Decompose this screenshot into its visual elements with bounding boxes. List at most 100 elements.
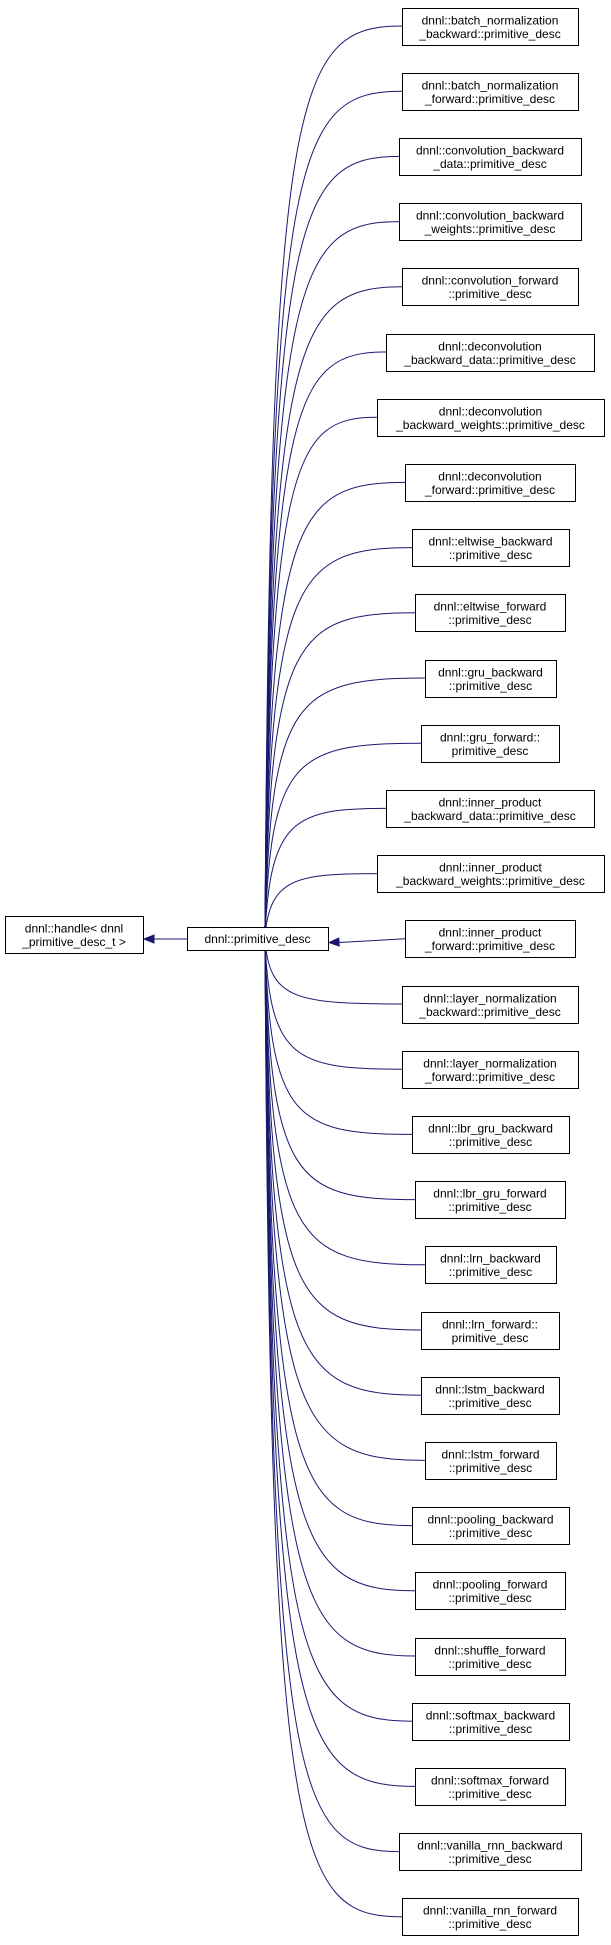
class-name-line: dnnl::deconvolution	[438, 339, 541, 353]
derived-class-dnnl-deconvolution-backward-weights-primitive-desc[interactable]: dnnl::deconvolution_backward_weights::pr…	[377, 399, 605, 437]
inheritance-edge	[264, 940, 413, 1135]
class-name-line: _forward::primitive_desc	[424, 483, 555, 497]
class-name-line: dnnl::vanilla_rnn_forward	[423, 1903, 557, 1917]
inheritance-edge	[264, 940, 400, 1853]
derived-class-dnnl-batch-normalization-forward-primitive-desc[interactable]: dnnl::batch_normalization_forward::primi…	[402, 73, 579, 111]
class-name-line: dnnl::deconvolution	[438, 469, 541, 483]
derived-class-dnnl-shuffle-forward-primitive-desc[interactable]: dnnl::shuffle_forward::primitive_desc	[415, 1638, 566, 1676]
inheritance-edge	[264, 940, 403, 1918]
derived-class-dnnl-lbr-gru-forward-primitive-desc[interactable]: dnnl::lbr_gru_forward::primitive_desc	[415, 1181, 566, 1219]
class-box	[402, 73, 579, 111]
inheritance-edge	[264, 940, 426, 1266]
class-name-line: _backward_data::primitive_desc	[403, 353, 575, 367]
class-name-line: _primitive_desc_t >	[21, 935, 126, 949]
class-box	[415, 1768, 566, 1806]
class-name-line: ::primitive_desc	[449, 1526, 532, 1540]
class-box	[412, 1116, 570, 1154]
class-box	[377, 855, 605, 893]
class-box	[415, 1181, 566, 1219]
inheritance-edge	[264, 155, 400, 937]
class-box	[425, 660, 557, 698]
inheritance-edge	[264, 481, 406, 937]
class-name-line: dnnl::lbr_gru_forward	[433, 1186, 546, 1200]
derived-class-dnnl-softmax-backward-primitive-desc[interactable]: dnnl::softmax_backward::primitive_desc	[412, 1703, 570, 1741]
class-name-line: ::primitive_desc	[448, 1200, 531, 1214]
class-name-line: dnnl::primitive_desc	[204, 932, 310, 946]
class-name-line: dnnl::layer_normalization	[423, 1056, 556, 1070]
class-name-line: primitive_desc	[452, 744, 529, 758]
derived-class-dnnl-deconvolution-forward-primitive-desc[interactable]: dnnl::deconvolution_forward::primitive_d…	[405, 464, 576, 502]
class-box	[377, 399, 605, 437]
class-name-line: dnnl::inner_product	[439, 795, 542, 809]
derived-class-dnnl-inner-product-backward-data-primitive-desc[interactable]: dnnl::inner_product_backward_data::primi…	[386, 790, 595, 828]
derived-class-dnnl-eltwise-backward-primitive-desc[interactable]: dnnl::eltwise_backward::primitive_desc	[412, 529, 570, 567]
inheritance-arrow	[327, 937, 340, 947]
class-name-line: dnnl::layer_normalization	[423, 991, 556, 1005]
derived-class-dnnl-eltwise-forward-primitive-desc[interactable]: dnnl::eltwise_forward::primitive_desc	[415, 594, 566, 632]
derived-class-dnnl-pooling-forward-primitive-desc[interactable]: dnnl::pooling_forward::primitive_desc	[415, 1572, 566, 1610]
class-name-line: dnnl::lstm_backward	[435, 1382, 544, 1396]
class-name-line: dnnl::eltwise_forward	[434, 599, 547, 613]
class-name-line: _data::primitive_desc	[432, 157, 546, 171]
derived-class-dnnl-lbr-gru-backward-primitive-desc[interactable]: dnnl::lbr_gru_backward::primitive_desc	[412, 1116, 570, 1154]
class-name-line: _forward::primitive_desc	[424, 92, 555, 106]
class-name-line: ::primitive_desc	[448, 1396, 531, 1410]
class-name-line: ::primitive_desc	[449, 1135, 532, 1149]
class-name-line: dnnl::softmax_forward	[431, 1773, 549, 1787]
class-name-line: ::primitive_desc	[448, 1917, 531, 1931]
derived-class-dnnl-vanilla-rnn-forward-primitive-desc[interactable]: dnnl::vanilla_rnn_forward::primitive_des…	[402, 1898, 579, 1936]
class-name-line: dnnl::batch_normalization	[422, 78, 559, 92]
inheritance-edge	[264, 940, 403, 1005]
class-name-line: ::primitive_desc	[449, 1265, 532, 1279]
class-box	[402, 268, 579, 306]
class-name-line: dnnl::gru_forward::	[440, 730, 540, 744]
class-box	[421, 725, 560, 763]
class-name-line: ::primitive_desc	[448, 287, 531, 301]
class-name-line: ::primitive_desc	[449, 1722, 532, 1736]
class-name-line: dnnl::vanilla_rnn_backward	[417, 1838, 562, 1852]
class-name-line: ::primitive_desc	[448, 1852, 531, 1866]
derived-class-dnnl-convolution-backward-weights-primitive-desc[interactable]: dnnl::convolution_backward_weights::prim…	[399, 203, 582, 241]
derived-class-dnnl-gru-forward-primitive-desc[interactable]: dnnl::gru_forward::primitive_desc	[421, 725, 560, 763]
class-name-line: dnnl::gru_backward	[438, 665, 543, 679]
derived-class-dnnl-deconvolution-backward-data-primitive-desc[interactable]: dnnl::deconvolution_backward_data::primi…	[386, 334, 595, 372]
class-name-line: dnnl::handle< dnnl	[25, 921, 123, 935]
derived-class-dnnl-lstm-backward-primitive-desc[interactable]: dnnl::lstm_backward::primitive_desc	[421, 1377, 560, 1415]
derived-class-dnnl-lrn-forward-primitive-desc[interactable]: dnnl::lrn_forward::primitive_desc	[421, 1312, 560, 1350]
inheritance-edge	[264, 90, 403, 937]
derived-class-dnnl-vanilla-rnn-backward-primitive-desc[interactable]: dnnl::vanilla_rnn_backward::primitive_de…	[399, 1833, 582, 1871]
class-name-line: ::primitive_desc	[449, 1461, 532, 1475]
class-box	[399, 203, 582, 241]
class-name-line: _backward::primitive_desc	[418, 1005, 560, 1019]
class-box	[399, 1833, 582, 1871]
class-name-line: ::primitive_desc	[448, 613, 531, 627]
inheritance-edge	[264, 742, 422, 937]
derived-class-dnnl-convolution-forward-primitive-desc[interactable]: dnnl::convolution_forward::primitive_des…	[402, 268, 579, 306]
class-name-line: dnnl::pooling_backward	[427, 1512, 553, 1526]
class-box	[425, 1246, 557, 1284]
class-name-line: _backward_weights::primitive_desc	[395, 874, 585, 888]
class-name-line: primitive_desc	[452, 1331, 529, 1345]
class-box	[412, 529, 570, 567]
derived-class-dnnl-pooling-backward-primitive-desc[interactable]: dnnl::pooling_backward::primitive_desc	[412, 1507, 570, 1545]
derived-class-dnnl-layer-normalization-backward-primitive-desc[interactable]: dnnl::layer_normalization_backward::prim…	[402, 986, 579, 1024]
class-box	[402, 1898, 579, 1936]
class-box	[412, 1507, 570, 1545]
class-name-line: ::primitive_desc	[449, 548, 532, 562]
derived-class-dnnl-gru-backward-primitive-desc[interactable]: dnnl::gru_backward::primitive_desc	[425, 660, 557, 698]
class-name-line: dnnl::shuffle_forward	[434, 1643, 545, 1657]
class-name-line: _weights::primitive_desc	[424, 222, 556, 236]
class-name-line: ::primitive_desc	[448, 1591, 531, 1605]
derived-class-dnnl-lstm-forward-primitive-desc[interactable]: dnnl::lstm_forward::primitive_desc	[425, 1442, 557, 1480]
derived-class-dnnl-softmax-forward-primitive-desc[interactable]: dnnl::softmax_forward::primitive_desc	[415, 1768, 566, 1806]
primitive-desc-node[interactable]: dnnl::primitive_desc	[187, 927, 329, 951]
derived-class-dnnl-layer-normalization-forward-primitive-desc[interactable]: dnnl::layer_normalization_forward::primi…	[402, 1051, 579, 1089]
base-class-node[interactable]: dnnl::handle< dnnl_primitive_desc_t >	[5, 916, 144, 954]
derived-class-dnnl-lrn-backward-primitive-desc[interactable]: dnnl::lrn_backward::primitive_desc	[425, 1246, 557, 1284]
derived-class-dnnl-batch-normalization-backward-primitive-desc[interactable]: dnnl::batch_normalization_backward::prim…	[402, 8, 579, 46]
class-box	[415, 594, 566, 632]
derived-class-dnnl-convolution-backward-data-primitive-desc[interactable]: dnnl::convolution_backward_data::primiti…	[399, 138, 582, 176]
class-box	[415, 1638, 566, 1676]
derived-class-dnnl-inner-product-backward-weights-primitive-desc[interactable]: dnnl::inner_product_backward_weights::pr…	[377, 855, 605, 893]
derived-class-dnnl-inner-product-forward-primitive-desc[interactable]: dnnl::inner_product_forward::primitive_d…	[405, 920, 576, 958]
